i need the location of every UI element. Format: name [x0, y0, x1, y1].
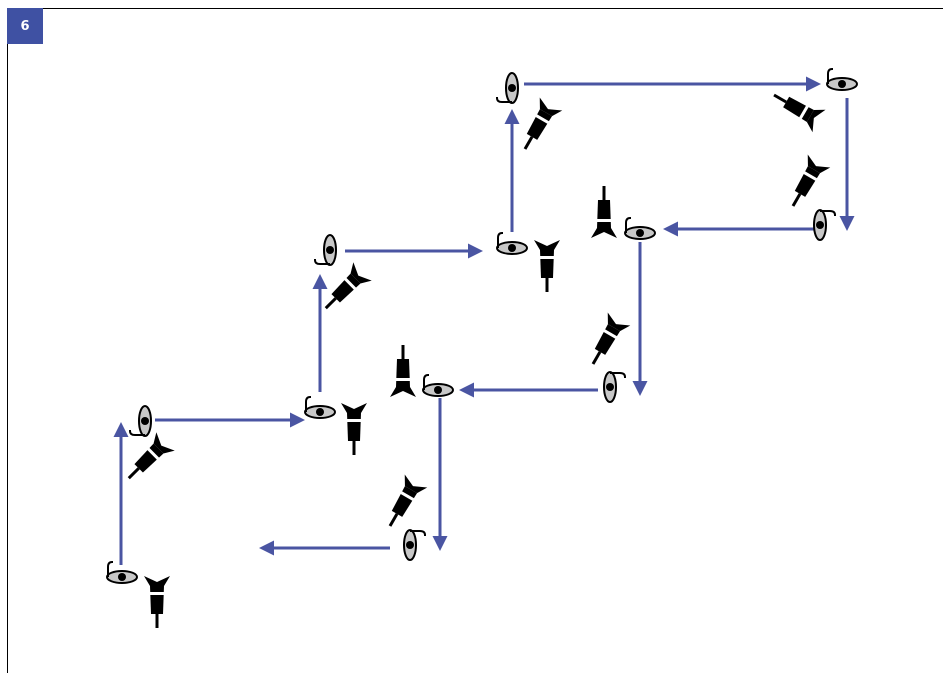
stick-handling-icon	[403, 529, 426, 561]
stick-handling-icon	[314, 234, 337, 266]
stick-handling-icon	[106, 561, 138, 584]
hockey-player-icon	[144, 576, 170, 628]
stick-handling-icon	[826, 68, 858, 91]
hockey-player-icon	[591, 312, 631, 365]
hockey-player-icon	[534, 240, 560, 292]
hockey-player-icon	[773, 93, 826, 133]
hockey-player-icon	[324, 262, 372, 310]
hockey-player-icon	[388, 474, 428, 527]
stick-handling-icon	[422, 374, 454, 397]
hockey-player-icon	[591, 186, 617, 238]
stick-handling-icon	[496, 72, 519, 104]
hockey-player-icon	[523, 97, 563, 150]
stick-handling-icon	[304, 396, 336, 419]
hockey-player-icon	[791, 154, 831, 207]
drill-number-badge: 6	[7, 8, 43, 44]
stick-handling-icon	[496, 232, 528, 255]
stick-handling-icon	[603, 371, 626, 403]
hockey-player-icon	[341, 403, 367, 455]
diagram-frame	[7, 8, 943, 673]
stick-handling-icon	[624, 217, 656, 240]
hockey-player-icon	[127, 432, 175, 480]
hockey-player-icon	[390, 345, 416, 397]
stick-handling-icon	[129, 405, 152, 437]
stick-handling-icon	[813, 209, 836, 241]
